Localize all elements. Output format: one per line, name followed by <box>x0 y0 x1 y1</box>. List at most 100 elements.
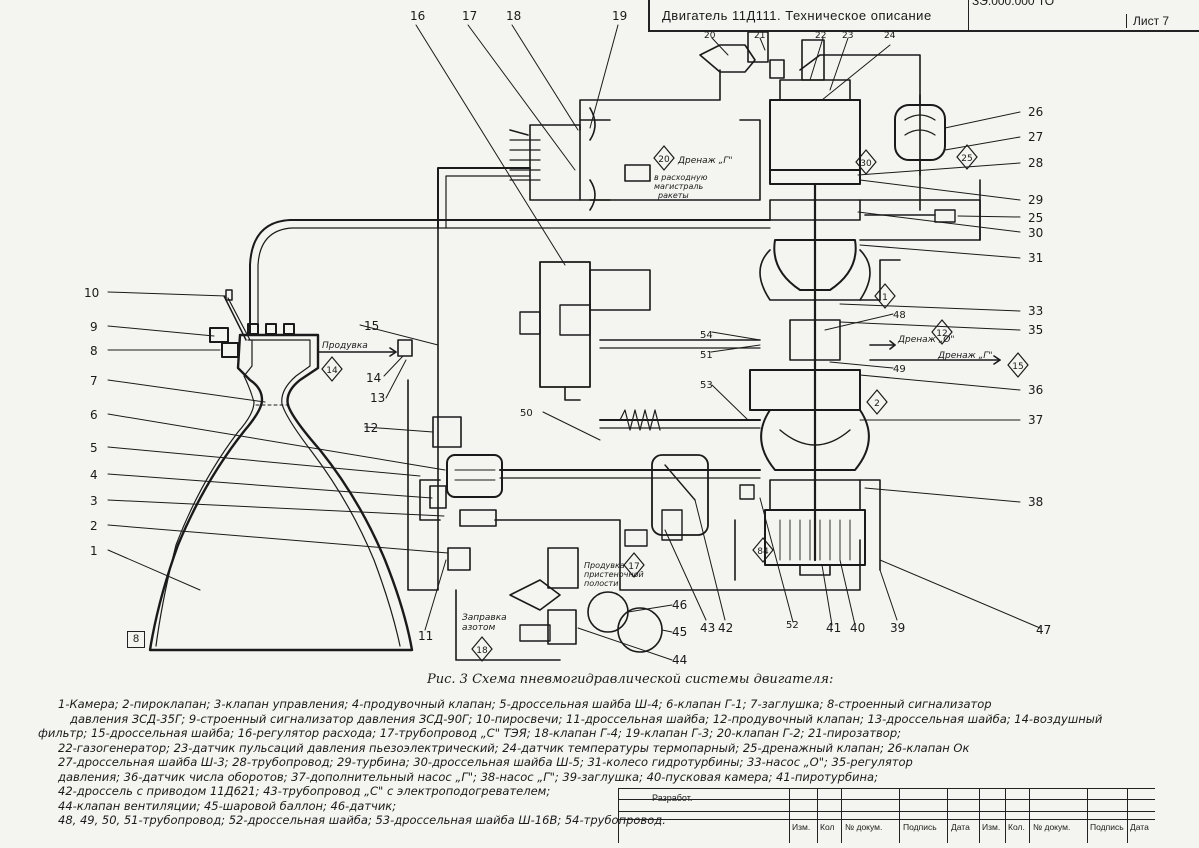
stamp-col-dokum-2: № докум. <box>1033 822 1071 832</box>
legend-line: 1-Камера; 2-пироклапан; 3-клапан управле… <box>58 697 992 711</box>
callout-46: 46 <box>672 598 687 612</box>
callout-labels: 1 2 3 4 5 6 7 8 9 10 11 12 13 14 15 16 1… <box>84 9 1051 667</box>
callout-37: 37 <box>1028 413 1043 427</box>
callout-38: 38 <box>1028 495 1043 509</box>
callout-4: 4 <box>90 468 98 482</box>
callout-24: 24 <box>884 31 896 41</box>
stamp-col-data: Дата <box>951 822 970 832</box>
stamp-col-line <box>899 789 900 843</box>
tag-14: 14 <box>326 366 338 376</box>
callout-12: 12 <box>363 421 378 435</box>
callout-11: 11 <box>418 629 433 643</box>
revision-stamp: Изм. Кол № докум. Подпись Дата Изм. Кол.… <box>618 788 1155 843</box>
callout-40: 40 <box>850 621 865 635</box>
stamp-row-line <box>619 811 1155 812</box>
tag-15: 15 <box>1012 362 1023 372</box>
callout-19: 19 <box>612 9 627 23</box>
callout-30: 30 <box>1028 226 1043 240</box>
annotation-drenazh-g: Дренаж „Г" <box>677 156 732 166</box>
flow-arrows <box>317 129 1001 365</box>
stamp-col-line <box>1005 789 1006 843</box>
annotation-zapravka-1: Заправка <box>462 613 507 623</box>
stamp-col-data-2: Дата <box>1130 822 1149 832</box>
stamp-razrab: Разработ. <box>652 793 693 803</box>
callout-43: 43 <box>700 621 715 635</box>
callout-15: 15 <box>364 319 379 333</box>
stamp-col-podpis: Подпись <box>903 822 937 832</box>
legend-line: 42-дроссель с приводом 11Д621; 43-трубоп… <box>58 784 551 798</box>
stamp-col-line <box>979 789 980 843</box>
stamp-col-line <box>789 789 790 843</box>
callout-20: 20 <box>704 31 716 41</box>
callout-36: 36 <box>1028 383 1043 397</box>
stamp-col-line <box>1029 789 1030 843</box>
callout-44: 44 <box>672 653 687 667</box>
annotation-rashod-2: магистраль <box>654 182 703 191</box>
tag-2: 2 <box>874 399 880 409</box>
callout-50: 50 <box>520 408 533 419</box>
callout-26: 26 <box>1028 105 1043 119</box>
callout-16: 16 <box>410 9 425 23</box>
annotation-drenazh-g-right: Дренаж „Г" <box>937 351 992 361</box>
diamond-tag-labels: 1 2 12 14 15 17 18 20 25 30 84 <box>326 154 1023 656</box>
callout-45: 45 <box>672 625 687 639</box>
callout-49: 49 <box>893 364 906 375</box>
throttle-42 <box>624 454 709 547</box>
callout-41: 41 <box>826 621 841 635</box>
turbopump-assembly <box>749 39 871 576</box>
tag-20: 20 <box>658 155 670 165</box>
stamp-col-dokum: № докум. <box>845 822 883 832</box>
callout-7: 7 <box>90 374 98 388</box>
callout-23: 23 <box>842 31 853 41</box>
legend: 1-Камера; 2-пироклапан; 3-клапан управле… <box>38 697 1148 828</box>
annotation-rashod-3: ракеты <box>657 191 689 200</box>
title-divider <box>968 0 969 30</box>
callout-1: 1 <box>90 544 98 558</box>
drawing-title: Двигатель 11Д111. Техническое описание <box>662 8 932 23</box>
annotation-produvka-2-3: полости <box>584 579 618 588</box>
callout-48: 48 <box>893 310 906 321</box>
legend-line: фильтр; 15-дроссельная шайба; 16-регулят… <box>38 726 902 740</box>
annotation-produvka-2-2: пристеночной <box>584 570 644 579</box>
legend-line: давления; 36-датчик числа оборотов; 37-д… <box>58 769 878 784</box>
callout-28: 28 <box>1028 156 1043 170</box>
corner-box-number: 8 <box>127 631 145 648</box>
valve-block-6 <box>397 339 503 571</box>
annotation-rashod-1: в расходную <box>654 173 708 182</box>
sheet-label: Лист 7 <box>1126 14 1197 28</box>
figure-caption: Рис. 3 Схема пневмогидравлической систем… <box>427 672 834 687</box>
gas-generator-block <box>699 31 785 79</box>
stamp-col-line <box>1087 789 1088 843</box>
callout-21: 21 <box>754 31 765 41</box>
callout-17: 17 <box>462 9 477 23</box>
annotation-produvka: Продувка <box>322 341 368 351</box>
valve-cluster-top <box>509 107 651 211</box>
callout-25: 25 <box>1028 211 1043 225</box>
combustion-chamber <box>148 323 414 652</box>
callout-14: 14 <box>366 371 381 385</box>
callout-51: 51 <box>700 350 713 361</box>
annotation-drenazh-o: Дренаж „О" <box>897 335 955 345</box>
legend-line: 22-газогенератор; 23-датчик пульсаций да… <box>58 740 970 755</box>
callout-31: 31 <box>1028 251 1043 265</box>
legend-line: давления ЗСД-35Г; 9-строенный сигнализат… <box>70 711 1103 726</box>
tag-12: 12 <box>936 329 947 339</box>
heater-coil <box>619 409 661 431</box>
callout-13: 13 <box>370 391 385 405</box>
doc-number: ЗЭ.000.000 ТО <box>972 0 1055 8</box>
callout-5: 5 <box>90 441 98 455</box>
tag-1: 1 <box>882 293 888 303</box>
stamp-row-line <box>619 799 1155 800</box>
stamp-row-line <box>619 819 1155 820</box>
leader-lines <box>107 24 1041 661</box>
callout-42: 42 <box>718 621 733 635</box>
callout-9: 9 <box>90 320 98 334</box>
tag-84: 84 <box>757 547 769 557</box>
callout-27: 27 <box>1028 130 1043 144</box>
stamp-col-izm: Изм. <box>792 822 811 832</box>
callout-3: 3 <box>90 494 98 508</box>
flow-regulator <box>519 261 651 401</box>
pyro-igniter <box>223 289 251 341</box>
callout-35: 35 <box>1028 323 1043 337</box>
oxidizer-valve <box>894 94 946 176</box>
